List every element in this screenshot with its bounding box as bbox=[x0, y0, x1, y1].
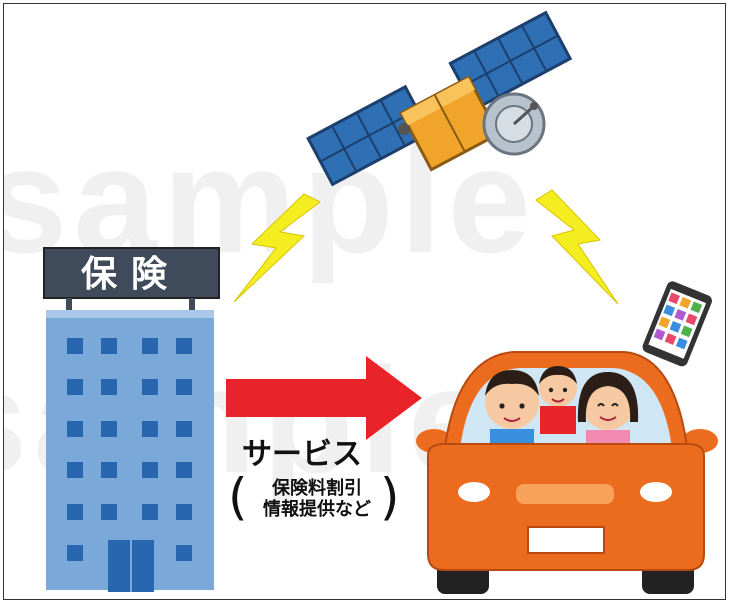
service-detail-line2: 情報提供など bbox=[263, 499, 371, 520]
satellite-icon bbox=[306, 10, 573, 187]
family-car-icon bbox=[416, 351, 718, 594]
lightning-right-icon bbox=[535, 189, 619, 305]
illustration-canvas: 保険 bbox=[43, 10, 718, 594]
insurance-building-icon bbox=[43, 247, 220, 592]
building-sign-text: 保険 bbox=[81, 254, 181, 295]
service-detail: 保険料割引 情報提供など bbox=[252, 478, 382, 520]
illustration-frame: sample sample bbox=[3, 3, 726, 600]
service-detail-line1: 保険料割引 bbox=[272, 478, 362, 499]
lightning-left-icon bbox=[233, 193, 321, 303]
service-label: サービス bbox=[242, 437, 362, 472]
service-arrow-icon bbox=[226, 356, 422, 440]
smartphone-icon bbox=[642, 281, 712, 367]
detail-close-paren: ) bbox=[380, 468, 400, 526]
detail-open-paren: ( bbox=[228, 468, 248, 526]
